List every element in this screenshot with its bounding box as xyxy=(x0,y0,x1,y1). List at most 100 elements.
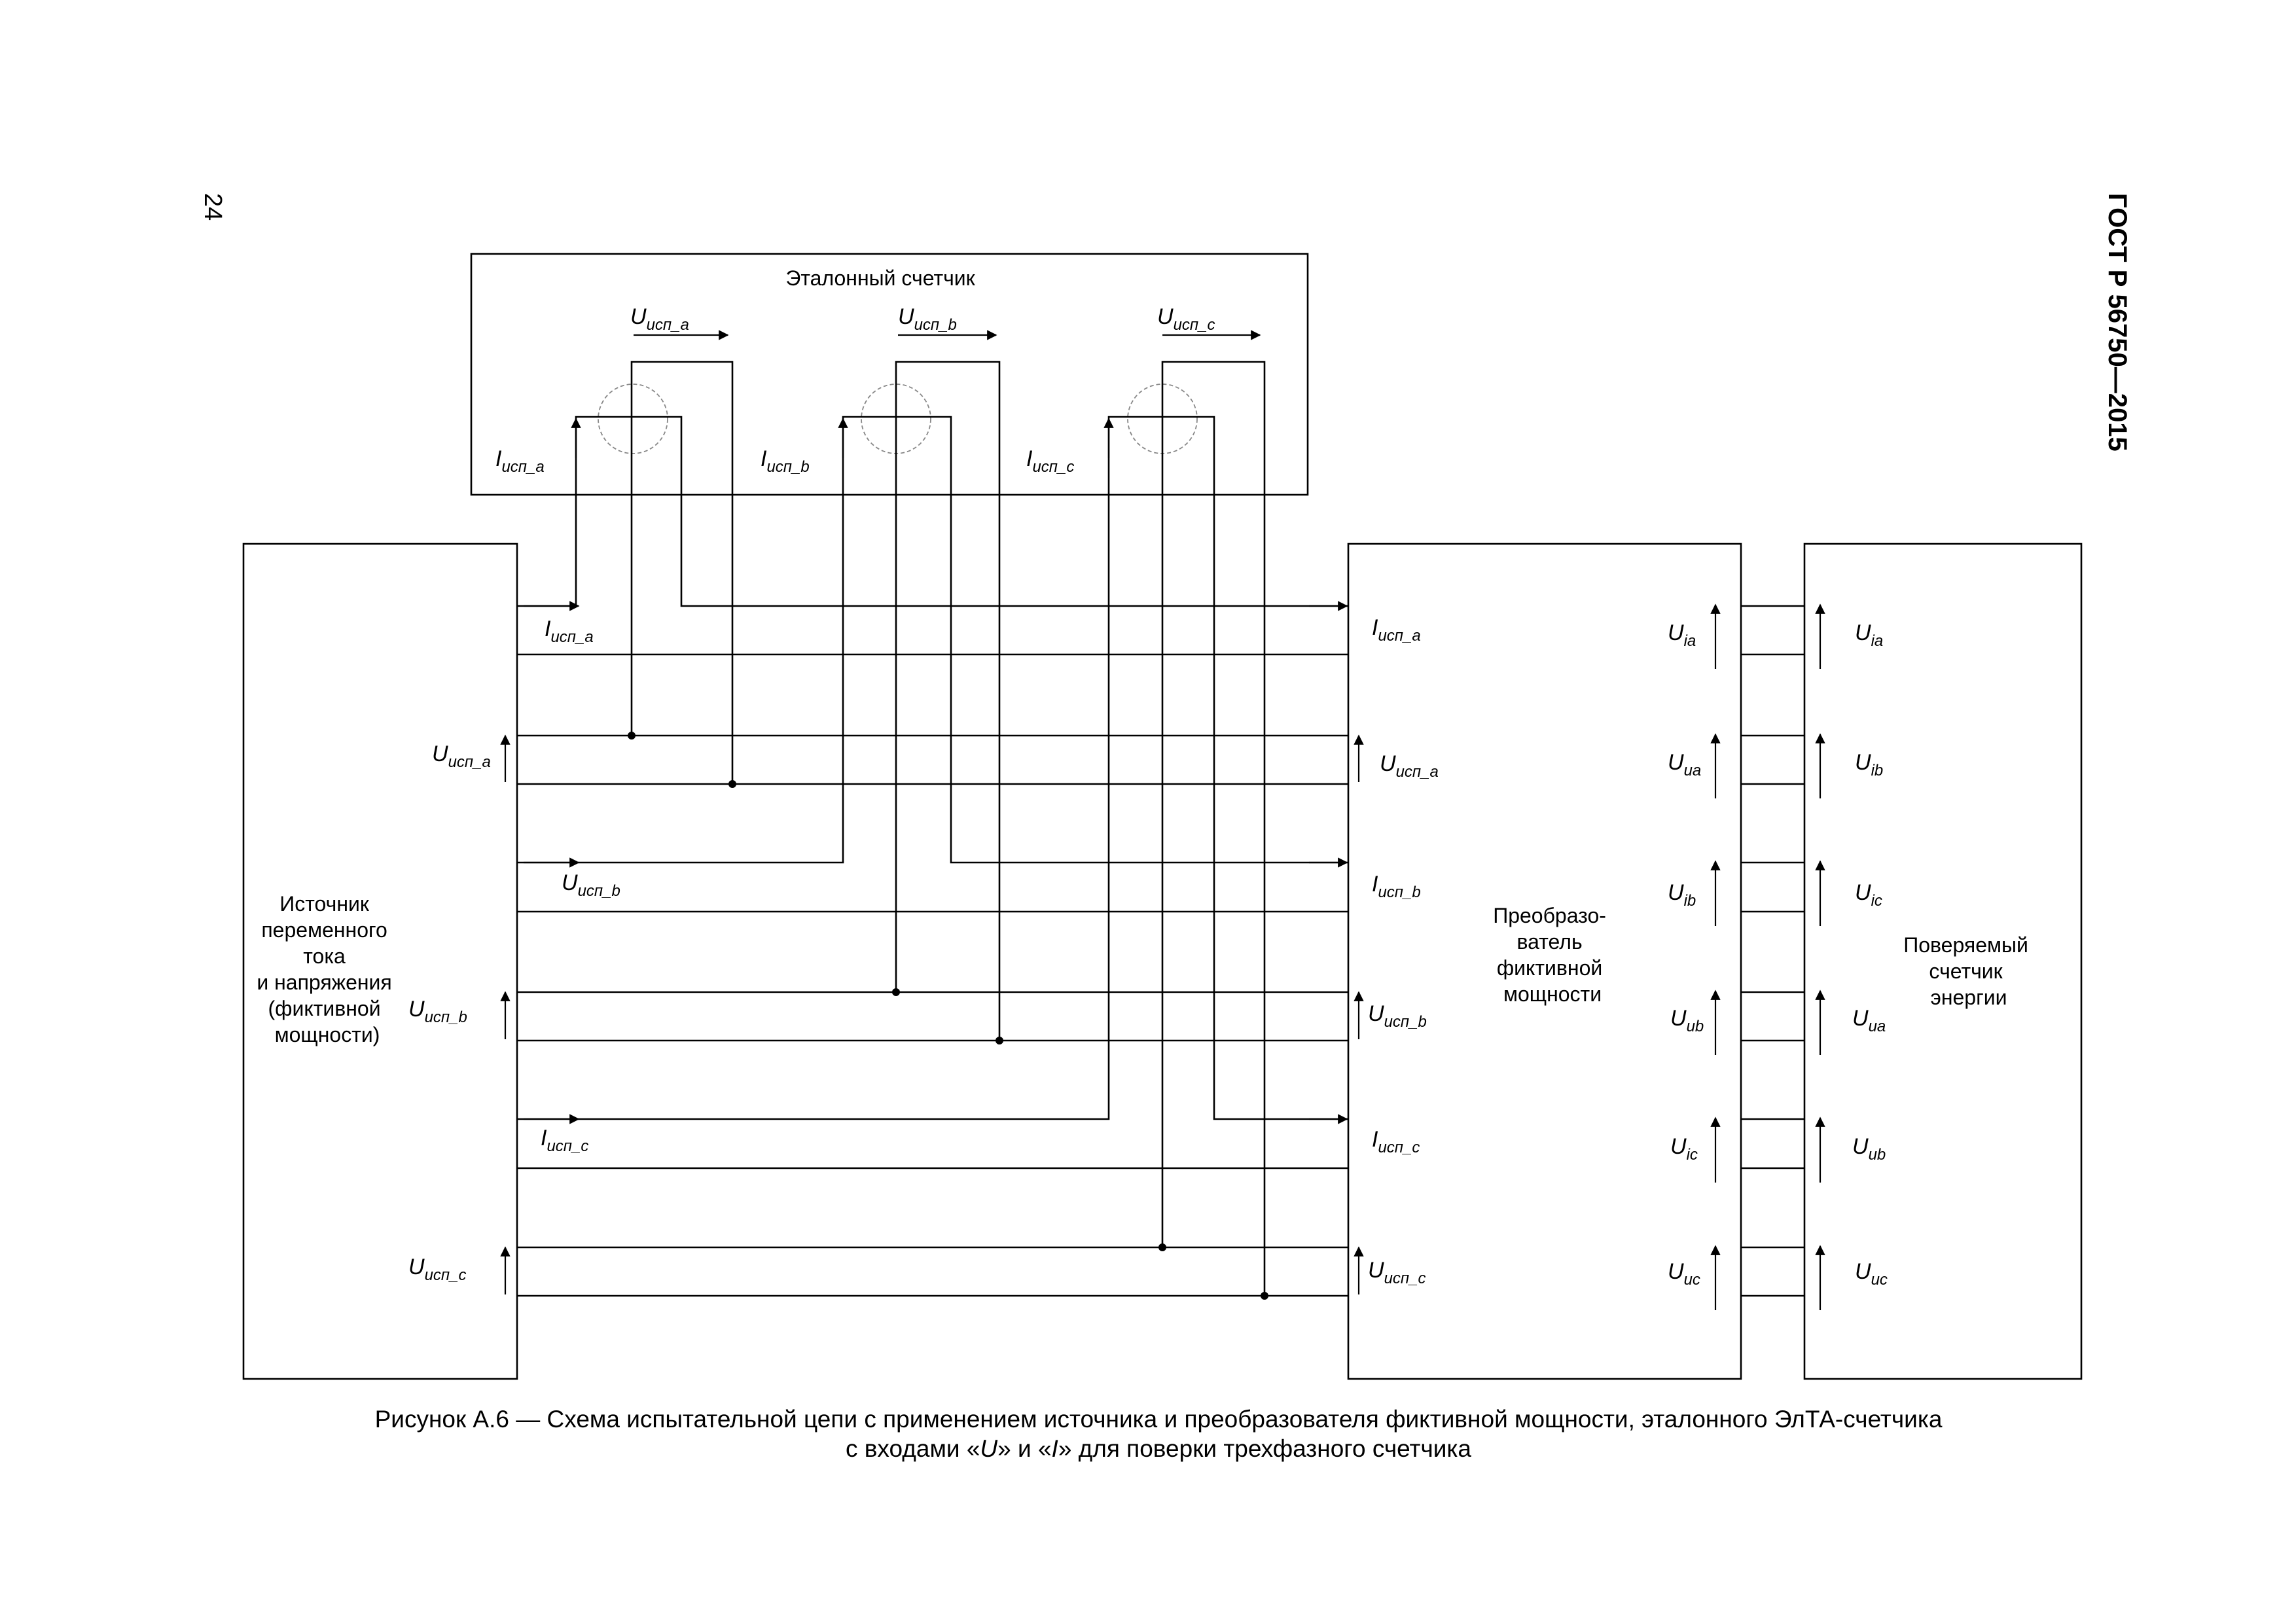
converter-input-label-symbol: U xyxy=(1368,1258,1384,1283)
junction-dot xyxy=(1158,1243,1166,1251)
current-sensor-a xyxy=(598,383,668,454)
source-output-label-subscript: исп_b xyxy=(425,1008,467,1026)
source-output-label-symbol: U xyxy=(432,741,448,766)
wire-ib-in xyxy=(517,416,1348,864)
source-title-line: и напряжения xyxy=(257,971,391,994)
converter-input-label-subscript: исп_с xyxy=(1384,1270,1426,1287)
reference-meter-box xyxy=(470,253,1309,496)
converter-input-label-subscript: исп_а xyxy=(1396,763,1439,781)
converter-output-label-subscript: uc xyxy=(1684,1271,1700,1289)
wire-ua-loop-1 xyxy=(630,361,734,784)
reference-meter-title: Эталонный счетчик xyxy=(785,266,975,290)
converter-output-label: Uia xyxy=(1668,620,1696,650)
converter-input-label: Iисп_с xyxy=(1372,1127,1420,1156)
converter-input-label-subscript: исп_с xyxy=(1378,1139,1420,1156)
figure-caption-line1: Рисунок А.6 — Схема испытательной цепи с… xyxy=(375,1406,1943,1433)
converter-output-label: Uic xyxy=(1670,1134,1698,1164)
source-output-label-symbol: U xyxy=(408,997,425,1022)
source-output-label-subscript: исп_а xyxy=(448,753,491,771)
source-output-label: Uисп_b xyxy=(562,870,620,900)
converter-output-label-symbol: U xyxy=(1668,620,1684,645)
meter-title-line: Поверяемый xyxy=(1903,933,2028,957)
converter-input-label-symbol: I xyxy=(1372,615,1378,640)
converter-input-label-subscript: исп_а xyxy=(1378,627,1420,645)
junction-dot xyxy=(1261,1292,1268,1300)
caption-part: » и « xyxy=(997,1435,1051,1462)
source-title-line: тока xyxy=(303,944,346,968)
wire-ic-in xyxy=(517,416,1348,1120)
ref-voltage-label-symbol: U xyxy=(630,304,647,329)
source-output-label-subscript: исп_с xyxy=(547,1137,588,1155)
meter-input-label-subscript: ib xyxy=(1871,762,1884,779)
ref-voltage-label: Uисп_с xyxy=(1157,304,1215,334)
ref-voltage-label-symbol: U xyxy=(898,304,914,329)
ref-voltage-label-subscript: исп_с xyxy=(1174,316,1215,334)
ref-voltage-label-symbol: U xyxy=(1157,304,1174,329)
converter-input-label: Iисп_а xyxy=(1372,615,1421,645)
converter-output-label-symbol: U xyxy=(1668,1259,1684,1284)
meter-input-label-symbol: U xyxy=(1855,620,1871,645)
converter-input-label: Uисп_b xyxy=(1368,1001,1427,1031)
figure-caption-line2: с входами «U» и «I» для поверки трехфазн… xyxy=(846,1435,1471,1462)
ref-current-label-symbol: I xyxy=(495,446,502,471)
converter-input-label: Uисп_с xyxy=(1368,1258,1426,1287)
converter-output-label: Uua xyxy=(1668,750,1701,779)
converter-output-label-subscript: ic xyxy=(1687,1146,1698,1164)
converter-output-label: Uub xyxy=(1670,1006,1704,1035)
source-box xyxy=(242,543,518,1380)
ref-current-label-subscript: исп_b xyxy=(766,458,809,476)
ref-current-label-subscript: исп_с xyxy=(1032,458,1074,476)
meter-under-test-box xyxy=(1803,543,2083,1380)
ref-voltage-label: Uисп_а xyxy=(630,304,689,334)
source-output-label-symbol: U xyxy=(562,870,578,895)
source-title-line: мощности) xyxy=(275,1023,380,1046)
source-title: Источник переменного тока и напряжения (… xyxy=(257,892,397,1046)
caption-part: I xyxy=(1052,1435,1058,1462)
converter-output-label: Uuc xyxy=(1668,1259,1700,1289)
converter-title-line: мощности xyxy=(1503,982,1602,1006)
converter-input-label-subscript: исп_b xyxy=(1384,1013,1427,1031)
ref-current-label: Iисп_b xyxy=(761,446,810,476)
ref-current-label-symbol: I xyxy=(761,446,767,471)
converter-input-label-symbol: U xyxy=(1380,751,1396,776)
meter-input-label: Uia xyxy=(1855,620,1883,650)
meter-input-label: Uua xyxy=(1852,1006,1886,1035)
meter-input-label: Uub xyxy=(1852,1134,1886,1164)
junction-dot xyxy=(892,988,900,996)
meter-title-line: счетчик xyxy=(1929,959,2003,983)
converter-output-label-subscript: ua xyxy=(1684,762,1702,779)
meter-input-label-subscript: ua xyxy=(1869,1018,1886,1035)
source-output-label: Uисп_а xyxy=(432,741,491,771)
meter-input-label: Uic xyxy=(1855,880,1882,910)
source-output-label-subscript: исп_с xyxy=(425,1266,467,1284)
ref-current-label: Iисп_а xyxy=(495,446,545,476)
page-number: 24 xyxy=(199,193,226,221)
converter-title: Преобразо- ватель фиктивной мощности xyxy=(1493,904,1612,1006)
meter-title-line: энергии xyxy=(1930,986,2007,1009)
wire-ia-in xyxy=(517,416,1348,607)
source-output-label-subscript: исп_а xyxy=(550,628,593,646)
source-title-line: переменного xyxy=(261,918,387,942)
converter-output-label-symbol: U xyxy=(1670,1006,1687,1031)
source-output-label-symbol: U xyxy=(408,1255,425,1279)
converter-output-label-subscript: ub xyxy=(1687,1018,1704,1035)
converter-output-label-symbol: U xyxy=(1670,1134,1687,1159)
meter-input-label-symbol: U xyxy=(1852,1006,1869,1031)
ref-voltage-label-subscript: исп_а xyxy=(647,316,689,334)
junction-dot xyxy=(996,1037,1003,1044)
meter-input-label-subscript: ic xyxy=(1871,892,1882,910)
junction-dot xyxy=(628,732,636,740)
converter-input-label: Uисп_а xyxy=(1380,751,1439,781)
meter-input-label: Uuc xyxy=(1855,1259,1888,1289)
converter-title-line: фиктивной xyxy=(1497,956,1602,980)
source-title-line: (фиктивной xyxy=(268,997,381,1020)
meter-input-label-symbol: U xyxy=(1855,1259,1871,1284)
junction-dot xyxy=(728,780,736,788)
ref-voltage-label: Uисп_b xyxy=(898,304,957,334)
source-output-label: Iисп_а xyxy=(545,616,594,646)
